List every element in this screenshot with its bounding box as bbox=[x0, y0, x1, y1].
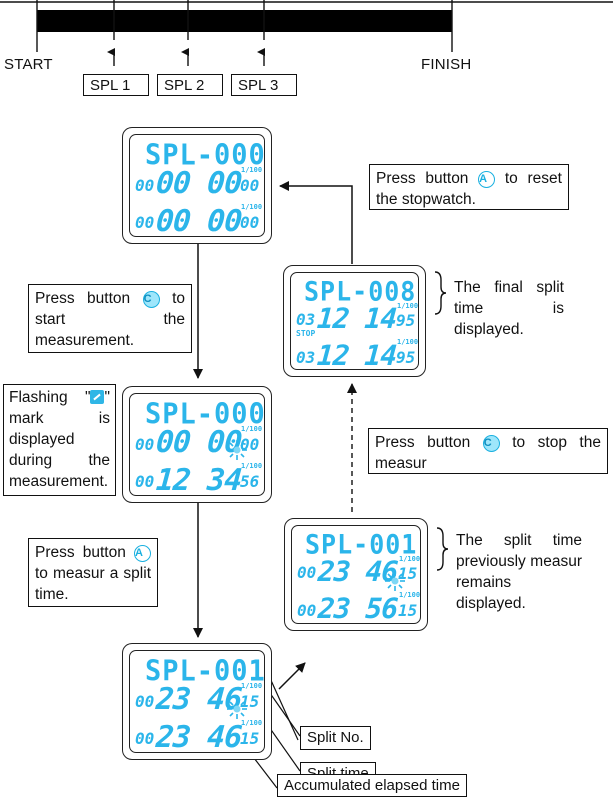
watch-display-running: SPL-000 00 00 00 1/100 00 00 12 34 1/100… bbox=[122, 386, 272, 503]
watch-bezel bbox=[129, 393, 265, 496]
row2-hours: 00 bbox=[297, 601, 317, 620]
watch-display-reset: SPL-000 00 00 00 1/100 00 00 00 00 1/100… bbox=[122, 127, 272, 244]
stopwatch-mark-icon bbox=[90, 390, 105, 404]
row2-unit: 1/100 bbox=[397, 338, 419, 346]
row2-unit: 1/100 bbox=[241, 203, 263, 211]
row1-hundredths: 95 bbox=[396, 311, 416, 330]
label-accumulated: Accumulated elapsed time bbox=[277, 774, 467, 797]
note-flashing: Flashing "" mark is displayed during the… bbox=[3, 384, 116, 496]
row1-hours: 03 bbox=[296, 310, 316, 329]
track-bar bbox=[37, 10, 452, 32]
flashing-stopwatch-mark bbox=[227, 440, 247, 460]
row1-hours: 00 bbox=[297, 563, 317, 582]
split-number: SPL-001 bbox=[145, 655, 266, 688]
stop-indicator: STOP bbox=[296, 329, 316, 338]
button-a-icon: A bbox=[478, 171, 496, 188]
flashing-stopwatch-mark bbox=[385, 571, 405, 591]
row2-time: 12 14 bbox=[315, 339, 398, 372]
start-label: START bbox=[4, 56, 53, 73]
row1-hours: 00 bbox=[135, 435, 155, 454]
row1-unit: 1/100 bbox=[241, 166, 263, 174]
button-a-icon: A bbox=[134, 545, 151, 562]
row2-hundredths: 00 bbox=[240, 213, 260, 232]
arrow-w4-to-w1 bbox=[279, 181, 353, 264]
note-stop: Press button C to stop the measur bbox=[368, 428, 608, 474]
watch-display-split: SPL-001 00 23 46 1/100 15 00 23 46 1/100… bbox=[122, 643, 272, 760]
note-final-split: The final split time is displayed. bbox=[454, 279, 564, 338]
row1-time: 12 14 bbox=[315, 302, 398, 335]
row2-unit: 1/100 bbox=[241, 462, 263, 470]
row2-unit: 1/100 bbox=[241, 719, 263, 727]
row2-hundredths: 15 bbox=[398, 601, 418, 620]
flashing-stopwatch-mark bbox=[227, 699, 247, 719]
split-number: SPL-000 bbox=[145, 139, 266, 172]
note-previous-split: The split time previously measur remains… bbox=[456, 532, 582, 612]
spl3-box: SPL 3 bbox=[231, 74, 297, 96]
row1-hundredths: 15 bbox=[398, 564, 418, 583]
note-reset: Press button A to reset the stopwatch. bbox=[369, 164, 569, 210]
row2-time: 12 34 bbox=[154, 463, 243, 498]
note-start: Press button C to start the measurement. bbox=[28, 284, 192, 353]
row1-unit: 1/100 bbox=[399, 555, 421, 563]
watch-bezel bbox=[129, 650, 265, 753]
spl1-box: SPL 1 bbox=[83, 74, 149, 96]
row2-hundredths: 56 bbox=[240, 472, 260, 491]
row2-time: 23 56 bbox=[316, 592, 399, 625]
row2-unit: 1/100 bbox=[399, 591, 421, 599]
split-number: SPL-001 bbox=[305, 529, 418, 560]
row2-hours: 00 bbox=[135, 472, 155, 491]
split-number: SPL-008 bbox=[304, 276, 417, 307]
row1-unit: 1/100 bbox=[241, 682, 263, 690]
watch-bezel bbox=[291, 525, 421, 624]
row1-hundredths: 15 bbox=[240, 692, 260, 711]
row2-hundredths: 95 bbox=[396, 348, 416, 367]
watch-display-stopped: SPL-008 03 12 14 1/100 95 STOP 03 12 14 … bbox=[283, 265, 426, 377]
row1-hundredths: 00 bbox=[240, 176, 260, 195]
row2-hours: 00 bbox=[135, 729, 155, 748]
row1-unit: 1/100 bbox=[241, 425, 263, 433]
watch-bezel bbox=[129, 134, 265, 237]
button-c-icon: C bbox=[482, 435, 500, 452]
brace-final bbox=[434, 271, 447, 315]
button-c-icon: C bbox=[142, 291, 160, 308]
row2-time: 23 46 bbox=[154, 720, 243, 755]
row2-hours: 03 bbox=[296, 348, 316, 367]
label-split-no: Split No. bbox=[300, 726, 371, 750]
arrow-w3-to-w5 bbox=[278, 662, 306, 690]
brace-previous bbox=[436, 527, 449, 571]
watch-display-previous-split: SPL-001 00 23 46 1/100 15 00 23 56 1/100… bbox=[284, 518, 428, 631]
row1-hours: 00 bbox=[135, 176, 155, 195]
split-number: SPL-000 bbox=[145, 398, 266, 431]
row1-time: 00 00 bbox=[154, 166, 243, 201]
row2-hundredths: 15 bbox=[240, 729, 260, 748]
finish-label: FINISH bbox=[421, 56, 472, 73]
row1-hours: 00 bbox=[135, 692, 155, 711]
row1-unit: 1/100 bbox=[397, 302, 419, 310]
row2-hours: 00 bbox=[135, 213, 155, 232]
watch-bezel bbox=[290, 272, 419, 370]
note-split: Press button A to measur a split time. bbox=[28, 538, 158, 607]
spl2-box: SPL 2 bbox=[157, 74, 223, 96]
row2-time: 00 00 bbox=[154, 204, 243, 239]
